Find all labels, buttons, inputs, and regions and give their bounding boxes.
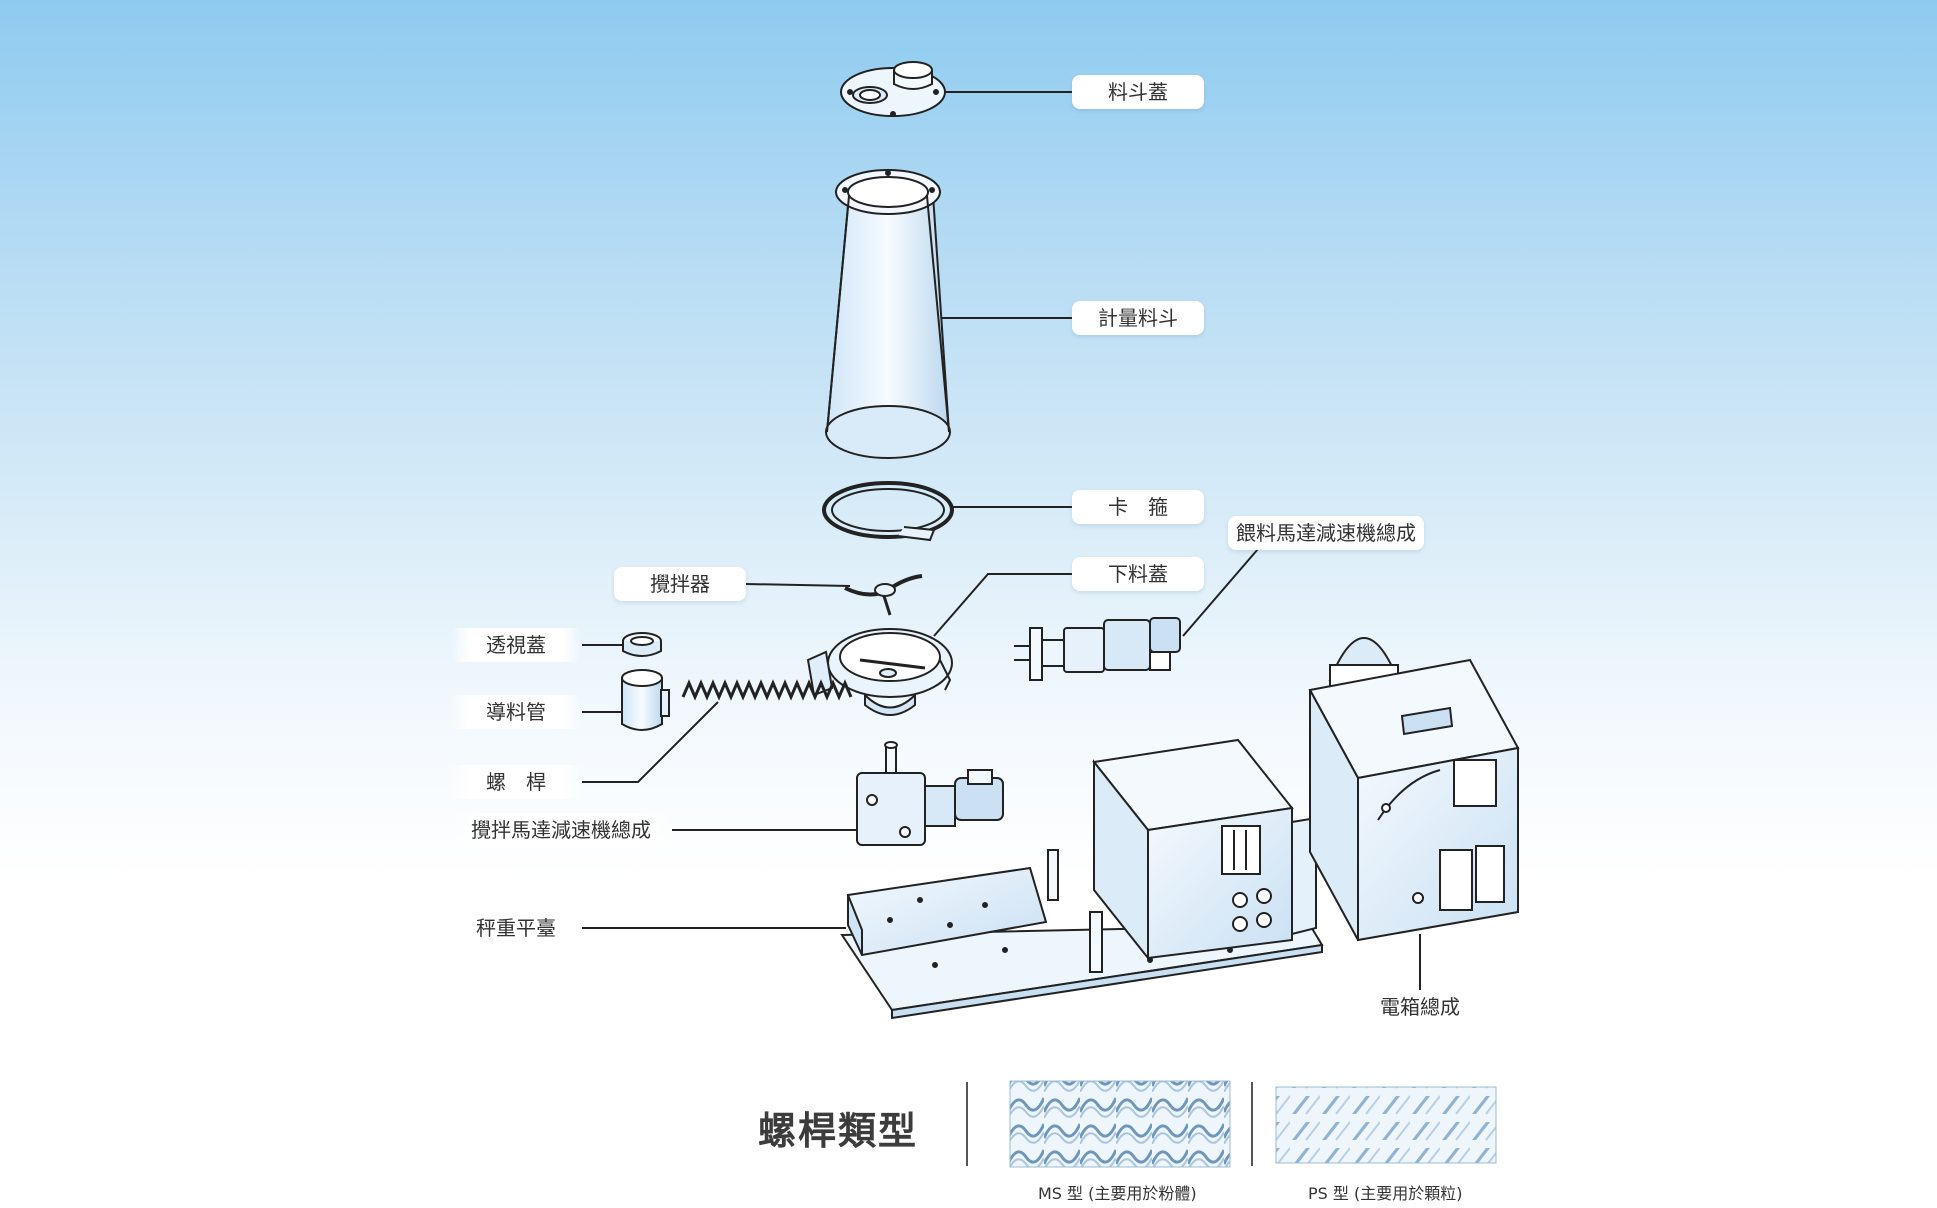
label-agitator-motor: 攪拌馬達減速機總成 — [450, 813, 672, 847]
feed-motor-drawing — [1014, 617, 1181, 681]
label-weighing-platform: 秤重平臺 — [450, 911, 582, 945]
ms-type-caption: MS 型 (主要用於粉體) — [1038, 1184, 1197, 1203]
ps-type-caption: PS 型 (主要用於顆粒) — [1308, 1184, 1463, 1203]
metering-hopper-drawing — [825, 169, 951, 459]
discharge-lid-drawing — [806, 628, 953, 716]
leader-screw — [582, 701, 719, 783]
label-guide-tube: 導料管 — [450, 695, 582, 729]
weighing-platform-drawing — [840, 849, 1324, 1020]
agitator-drawing — [844, 574, 923, 616]
sight-cover-drawing — [622, 632, 662, 657]
label-metering-hopper: 計量料斗 — [1072, 301, 1204, 335]
label-agitator: 攪拌器 — [614, 567, 746, 601]
ps-screw-pattern — [1275, 1086, 1497, 1164]
controller-box-drawing — [1092, 738, 1317, 961]
label-clamp: 卡 箍 — [1072, 490, 1204, 524]
agitator-motor-drawing — [856, 741, 1004, 846]
clamp-drawing — [822, 481, 954, 542]
electrical-box-drawing — [1308, 637, 1520, 942]
label-feed-motor: 餵料馬達減速機總成 — [1228, 516, 1424, 550]
leader-feed-motor — [1182, 548, 1259, 637]
screw-types-title: 螺桿類型 — [758, 1109, 919, 1153]
guide-tube-drawing — [621, 669, 670, 731]
ms-screw-pattern — [1009, 1080, 1231, 1168]
label-screw: 螺 桿 — [450, 765, 582, 799]
leader-agitator — [745, 583, 851, 587]
hopper-lid-drawing — [840, 61, 946, 117]
label-discharge-lid: 下料蓋 — [1072, 557, 1204, 591]
label-sight-cover: 透視蓋 — [450, 628, 582, 662]
label-hopper-lid: 料斗蓋 — [1072, 75, 1204, 109]
separator-left — [966, 1082, 968, 1166]
separator-right — [1251, 1082, 1253, 1166]
screw-drawing — [681, 679, 853, 701]
leader-discharge-lid — [933, 573, 1072, 637]
label-electrical-box: 電箱總成 — [1354, 990, 1486, 1024]
